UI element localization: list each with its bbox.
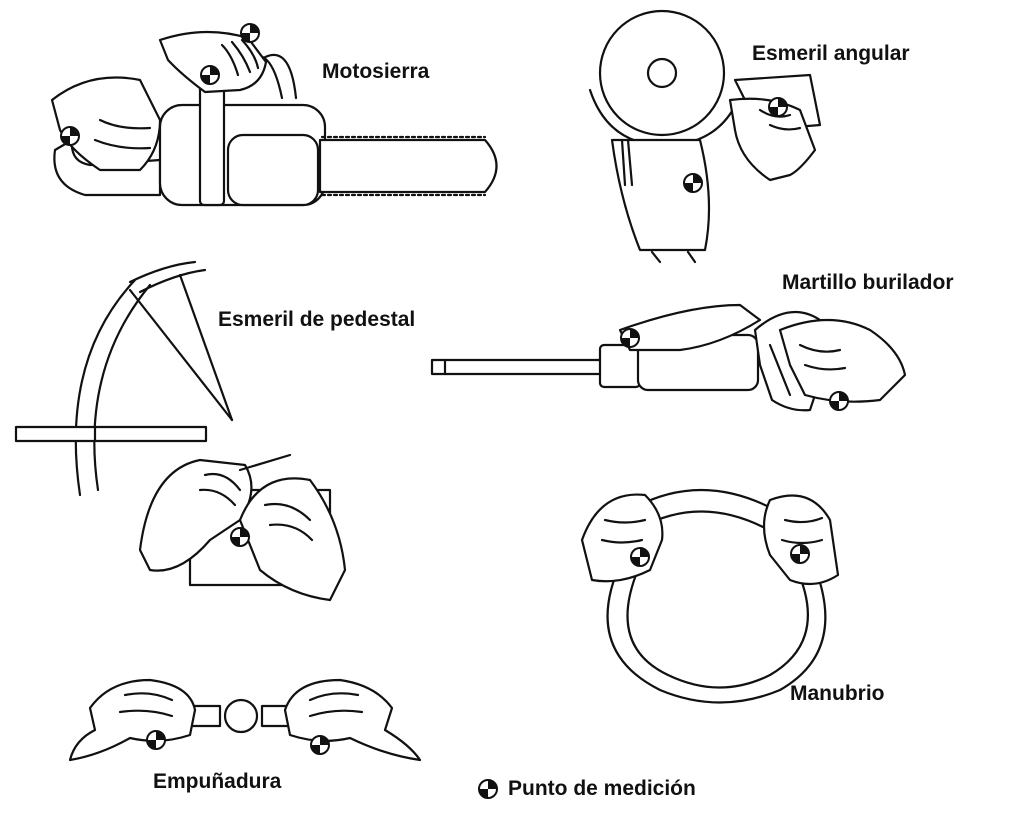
- measurement-point-icon: [769, 98, 787, 116]
- measurement-point-icon: [830, 392, 848, 410]
- label-chainsaw: Motosierra: [322, 60, 429, 84]
- steering-wheel-illustration: [582, 490, 838, 703]
- label-angle-grinder: Esmeril angular: [752, 42, 910, 66]
- measurement-point-icon: [201, 66, 219, 84]
- measurement-point-icon: [478, 779, 498, 799]
- measurement-point-icon: [241, 24, 259, 42]
- measurement-point-icon: [231, 528, 249, 546]
- measurement-point-icon: [311, 736, 329, 754]
- chainsaw-illustration: [52, 32, 497, 205]
- grip-handle-illustration: [70, 680, 420, 760]
- legend: Punto de medición: [478, 777, 696, 801]
- label-grip: Empuñadura: [153, 770, 281, 794]
- measurement-point-icon: [61, 127, 79, 145]
- label-steering-wheel: Manubrio: [790, 682, 885, 706]
- measurement-point-icon: [684, 174, 702, 192]
- measurement-point-icon: [631, 548, 649, 566]
- measurement-point-icon: [621, 329, 639, 347]
- label-bench-grinder: Esmeril de pedestal: [218, 308, 415, 332]
- measurement-point-icon: [147, 731, 165, 749]
- measurement-point-icon: [791, 545, 809, 563]
- legend-text: Punto de medición: [508, 777, 696, 801]
- label-chipping-hammer: Martillo burilador: [782, 271, 954, 295]
